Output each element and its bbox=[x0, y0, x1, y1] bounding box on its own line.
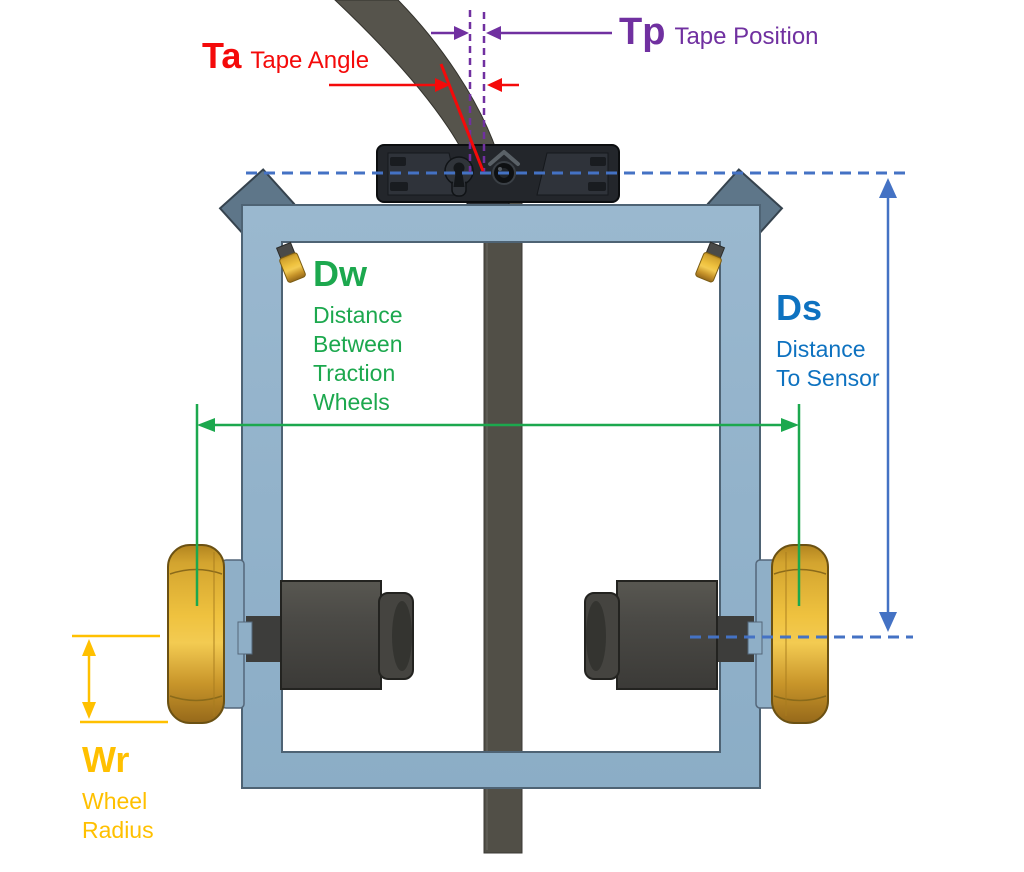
sensor-clip-3 bbox=[590, 157, 606, 166]
wr-arrow-down bbox=[82, 702, 96, 719]
sensor-clip-1 bbox=[390, 157, 406, 166]
ta-arrow-right-pointing bbox=[435, 78, 450, 92]
wr-arrow-up bbox=[82, 639, 96, 656]
sensor-clip-4 bbox=[588, 182, 606, 191]
ta-annotation bbox=[329, 63, 519, 172]
wr-dimension bbox=[72, 634, 168, 724]
ds-dimension bbox=[246, 171, 913, 639]
sensor-keyhole bbox=[444, 156, 474, 197]
ds-arrow-up bbox=[879, 178, 897, 198]
left-motor bbox=[280, 580, 414, 690]
tp-arrow-right-pointing bbox=[454, 26, 469, 40]
corner-foot-left bbox=[275, 241, 306, 283]
ds-arrow-down bbox=[879, 612, 897, 632]
dw-arrow-right bbox=[781, 418, 799, 432]
left-motor-face bbox=[392, 601, 412, 671]
tape-curved-section bbox=[334, 0, 498, 153]
ta-arrow-left-pointing bbox=[487, 78, 502, 92]
corner-foot-right-pad bbox=[695, 252, 722, 283]
dw-dimension bbox=[195, 404, 801, 606]
sensor-clip-2 bbox=[390, 182, 408, 191]
corner-foot-left-pad bbox=[279, 252, 306, 283]
corner-foot-right bbox=[695, 241, 726, 283]
tp-annotation bbox=[431, 10, 612, 172]
right-tire-seam-bottom bbox=[773, 695, 827, 702]
right-motor-face bbox=[586, 601, 606, 671]
left-motor-body bbox=[280, 580, 382, 690]
axle-hub-left bbox=[237, 621, 253, 655]
right-motor-body bbox=[616, 580, 718, 690]
ta-angle-line bbox=[439, 63, 485, 172]
left-tire-seam-bottom bbox=[169, 695, 223, 702]
right-wheel bbox=[771, 544, 829, 724]
right-motor bbox=[584, 580, 718, 690]
sensor-chevron-icon bbox=[488, 150, 520, 166]
dw-arrow-left bbox=[197, 418, 215, 432]
tp-arrow-left-pointing bbox=[486, 26, 501, 40]
tape-strip-shape bbox=[483, 187, 523, 854]
tape-strip bbox=[483, 187, 523, 854]
tape-curve-shape bbox=[334, 0, 498, 153]
